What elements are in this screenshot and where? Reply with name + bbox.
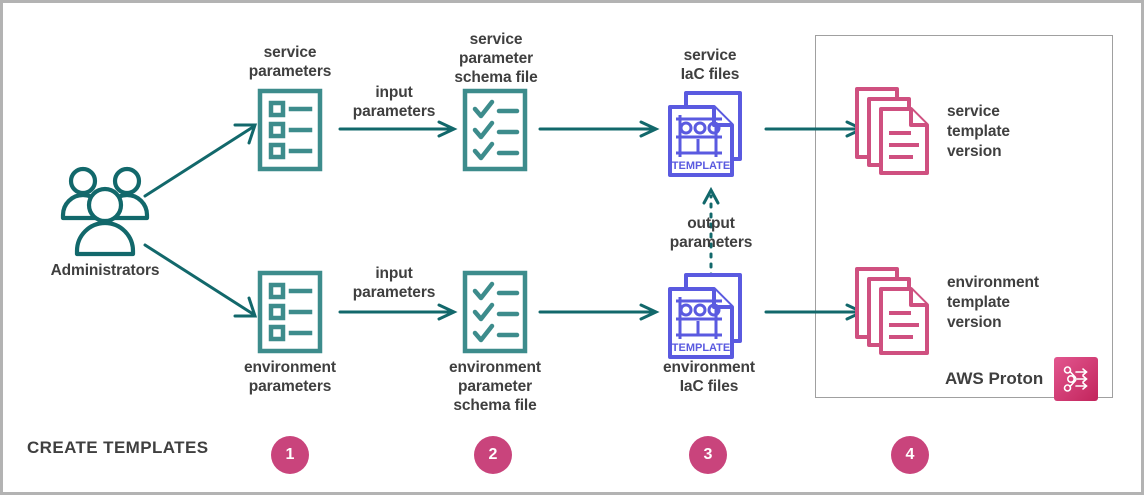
service-template-version-icon bbox=[853, 85, 935, 177]
aws-proton-label: AWS Proton bbox=[945, 369, 1044, 388]
environment-input-parameters-label: input parameters bbox=[352, 265, 436, 301]
arrow-service-schema-to-iac bbox=[538, 120, 660, 138]
service-schema-label: service parameter schema file bbox=[454, 31, 538, 86]
section-title: CREATE TEMPLATES bbox=[27, 438, 209, 457]
arrow-admin-to-service bbox=[143, 123, 263, 198]
arrow-environment-schema-to-iac bbox=[538, 303, 660, 321]
step-badge-2: 2 bbox=[474, 436, 512, 474]
environment-iac-label: environment IaC files bbox=[663, 359, 755, 395]
environment-iac-icon: TEMPLATE bbox=[664, 271, 756, 363]
service-iac-template-badge: TEMPLATE bbox=[672, 160, 730, 172]
environment-iac-template-badge: TEMPLATE bbox=[672, 342, 730, 354]
arrow-admin-to-environment bbox=[143, 243, 263, 318]
environment-parameters-icon bbox=[257, 270, 323, 354]
environment-template-version-label: environment template version bbox=[947, 274, 1039, 331]
service-input-parameters-label: input parameters bbox=[352, 84, 436, 120]
environment-template-version-icon bbox=[853, 265, 935, 357]
environment-schema-label: environment parameter schema file bbox=[449, 359, 541, 414]
step-badge-4: 4 bbox=[891, 436, 929, 474]
step-badge-3: 3 bbox=[689, 436, 727, 474]
service-parameters-icon bbox=[257, 88, 323, 172]
arrow-output-parameters bbox=[700, 184, 722, 289]
environment-parameters-label: environment parameters bbox=[244, 359, 336, 395]
arrow-service-iac-to-version bbox=[764, 120, 866, 138]
environment-schema-icon bbox=[462, 270, 528, 354]
step-badge-1: 1 bbox=[271, 436, 309, 474]
arrow-environment-iac-to-version bbox=[764, 303, 866, 321]
service-iac-label: service IaC files bbox=[680, 47, 740, 83]
service-iac-icon: TEMPLATE bbox=[664, 89, 756, 181]
aws-proton-logo bbox=[1054, 357, 1098, 401]
arrow-environment-params-to-schema bbox=[338, 303, 458, 321]
administrators-label: Administrators bbox=[50, 262, 160, 279]
aws-proton-container bbox=[815, 35, 1113, 398]
administrators-icon bbox=[55, 163, 155, 258]
service-schema-icon bbox=[462, 88, 528, 172]
output-parameters-label: output parameters bbox=[669, 215, 753, 251]
arrow-service-params-to-schema bbox=[338, 120, 458, 138]
service-parameters-label: service parameters bbox=[248, 44, 332, 80]
service-template-version-label: service template version bbox=[947, 103, 1010, 160]
